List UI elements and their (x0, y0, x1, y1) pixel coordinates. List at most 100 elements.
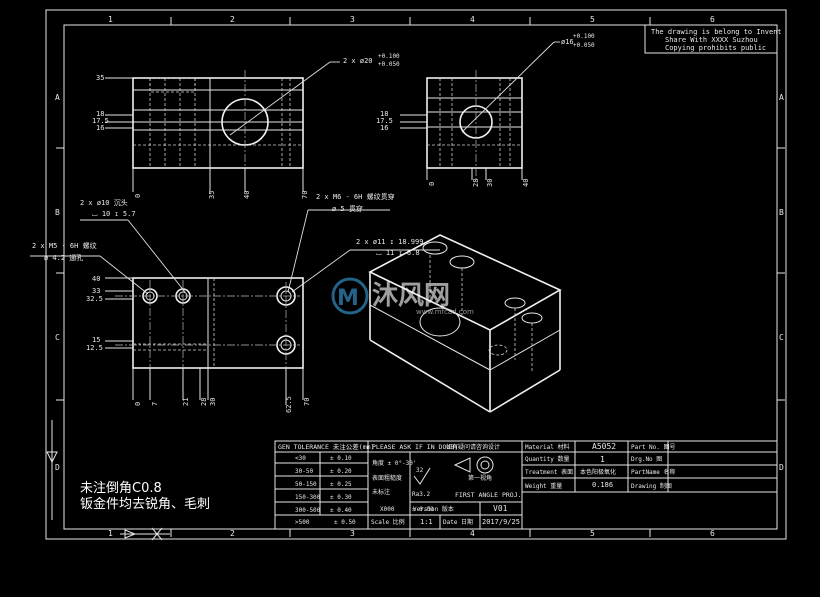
drawing-label: Drawing 制图 (631, 482, 672, 490)
projection-cn: 第一视角 (468, 474, 492, 482)
inner-frame (63, 24, 778, 530)
side-callout-tol-lower: +0.050 (573, 42, 595, 49)
top-dim-y-5: 12.5 (86, 344, 103, 352)
top-dim-x-2: 7 (151, 402, 159, 406)
ask-header: PLEASE ASK IF IN DOUBT (372, 443, 458, 451)
roughness-label: 表面粗糙度 (372, 474, 402, 482)
roughness-value: 32 (416, 467, 424, 474)
treatment-value: 本色阳极氧化 (580, 468, 616, 476)
frame-ticks (56, 17, 785, 537)
side-dim-x-3: 30 (486, 179, 494, 187)
top-dim-x-5: 30 (209, 398, 217, 406)
border-number-bottom-3: 3 (350, 529, 355, 538)
watermark-text: 沐风网 (372, 281, 450, 311)
top-view: 40 33 32.5 15 12.5 0 7 21 28 30 62.5 70 … (30, 192, 440, 413)
part-no-label: Part No. 图号 (631, 444, 676, 451)
roughness-symbol-icon (413, 467, 431, 485)
top-callout-right-1-line-1: 2 x M6 - 6H 螺纹贯穿 (316, 192, 395, 201)
tol-range-4: 150-300 (295, 494, 321, 501)
border-number-top-5: 5 (590, 15, 595, 24)
disclaimer-box: The drawing is belong to Invent Share Wi… (644, 24, 782, 54)
front-dim-y-4: 16 (96, 124, 104, 132)
top-callout-right-1-line-2: ø 5 贯穿 (332, 204, 363, 213)
scale-value: 1:1 (420, 518, 433, 526)
tol-range-5: 300-500 (295, 507, 321, 514)
border-number-bottom-4: 4 (470, 529, 475, 538)
tol-x000-value: ± 0.00 (412, 506, 434, 513)
quantity-value: 1 (600, 455, 605, 464)
front-callout: 2 x ø20 (343, 57, 373, 65)
date-label: Date 日期 (443, 518, 473, 526)
top-callout-right-2-line-1: 2 x ø11 ↧ 18.999 (356, 238, 423, 246)
front-dim-y-1: 35 (96, 74, 104, 82)
top-callout-left-1-line-2: ⌴ 10 ↧ 5.7 (92, 210, 136, 218)
watermark-logo-icon: M (337, 286, 359, 311)
side-dim-x-1: 0 (428, 182, 436, 186)
front-dim-y-3: 17.5 (92, 117, 109, 125)
top-dim-x-1: 0 (134, 402, 142, 406)
ask-header-cn: 如有疑问请咨询设计 (446, 443, 500, 451)
weight-label: Weight 重量 (525, 482, 562, 490)
border-letter-right-2: B (779, 208, 784, 217)
tol-value-5: ± 0.40 (330, 507, 352, 514)
tol-range-2: 30-50 (295, 468, 313, 475)
top-dim-x-4: 28 (200, 398, 208, 406)
watermark-url: www.mfcad.com (416, 308, 474, 316)
top-callout-left-2-line-1: 2 x M5 - 6H 螺纹 (32, 241, 97, 250)
top-dim-x-3: 21 (182, 398, 190, 406)
outer-frame (45, 9, 787, 540)
drg-no-label: Drg.No 图 (631, 456, 662, 463)
material-label: Material 材料 (525, 443, 570, 451)
tol-range-1: <30 (295, 455, 306, 462)
front-dim-x-3: 40 (243, 191, 251, 199)
side-view: 18 17.5 16 0 28 30 40 ø16 +0.100 +0.050 (376, 33, 595, 187)
disclaimer-line-3: Copying prohibits public (665, 44, 766, 52)
note-line-2: 钣金件均去锐角、毛刺 (80, 496, 210, 512)
front-dim-x-4: 70 (301, 191, 309, 199)
front-callout-tol-upper: +0.100 (378, 53, 400, 60)
border-number-top-2: 2 (230, 15, 235, 24)
border-letter-left-3: C (55, 333, 60, 342)
top-dim-y-3: 32.5 (86, 295, 103, 303)
note-line-1: 未注倒角C0.8 (80, 481, 162, 496)
border-number-top-3: 3 (350, 15, 355, 24)
quantity-label: Quantity 数量 (525, 455, 570, 463)
top-dim-y-4: 15 (92, 336, 100, 344)
side-callout: ø16 (561, 38, 574, 46)
first-angle-projection-icon (453, 456, 494, 474)
angle-tolerance: 角度 ± 0°-30' (372, 459, 417, 467)
border-number-bottom-5: 5 (590, 529, 595, 538)
scale-label: Scale 比例 (371, 518, 405, 526)
border-number-top-4: 4 (470, 15, 475, 24)
watermark: M 沐风网 www.mfcad.com (331, 277, 474, 316)
tol-value-2: ± 0.20 (330, 468, 352, 475)
border-number-top-6: 6 (710, 15, 715, 24)
projection-label: FIRST ANGLE PROJ. (455, 491, 522, 499)
side-dim-x-4: 40 (522, 179, 530, 187)
side-dim-y-2: 17.5 (376, 117, 393, 125)
border-letter-right-3: C (779, 333, 784, 342)
part-name-label: PartName 名称 (631, 468, 676, 476)
side-dim-y-1: 18 (380, 110, 388, 118)
tol-value-4: ± 0.30 (330, 494, 352, 501)
border-letter-left-1: A (55, 93, 60, 102)
material-value: A5052 (592, 442, 616, 451)
tol-x000: X000 (380, 506, 395, 513)
top-callout-left-1-line-1: 2 x ø10 沉头 (80, 198, 128, 207)
weight-value: 0.186 (592, 481, 613, 489)
border-number-bottom-6: 6 (710, 529, 715, 538)
top-callout-left-2-line-2: ø 4.2 通孔 (44, 253, 83, 262)
tol-range-3: 50-150 (295, 481, 317, 488)
border-number-bottom-2: 2 (230, 529, 235, 538)
treatment-label: Treatment 表面 (525, 468, 573, 476)
front-dim-x-1: 0 (134, 194, 142, 198)
tol-value-1: ± 0.10 (330, 455, 352, 462)
top-callout-right-2-line-2: ⌴ 11 ↧ 6.8 (376, 249, 420, 257)
finish-label: 未标注 (372, 488, 390, 496)
side-dim-y-3: 16 (380, 124, 388, 132)
